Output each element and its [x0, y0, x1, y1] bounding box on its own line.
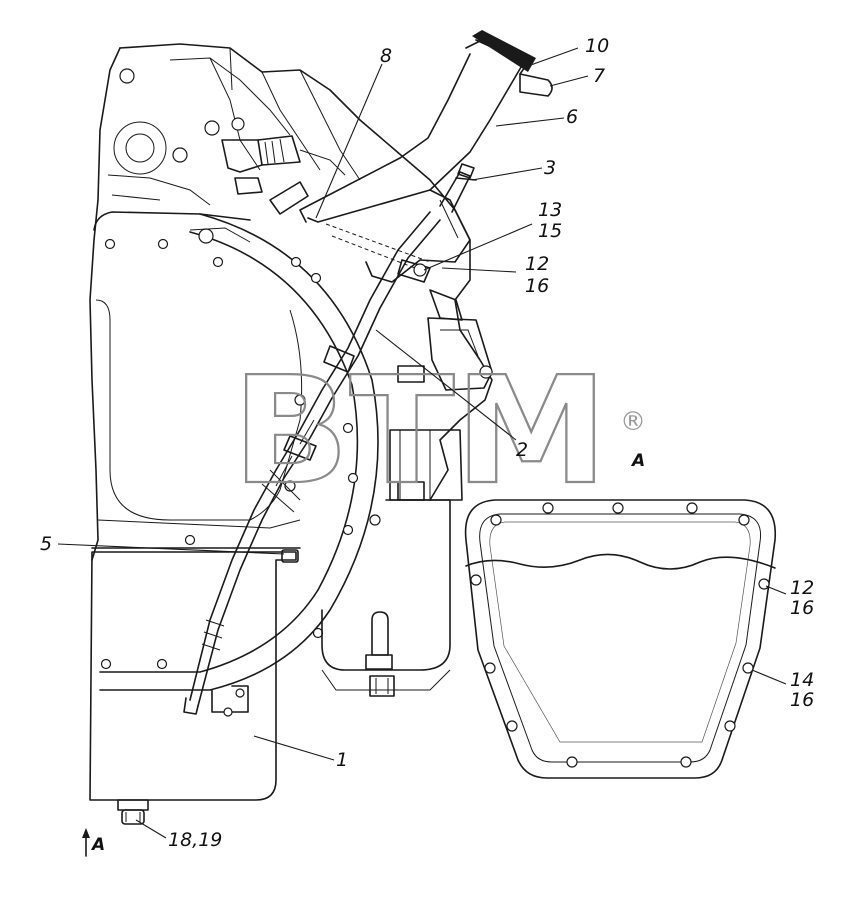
- view-a-callout-16-lower: 16: [790, 689, 814, 711]
- callout-2: 2: [516, 439, 528, 461]
- callout-15: 15: [538, 220, 562, 242]
- flywheel-housing: [93, 211, 381, 691]
- callout-8: 8: [380, 45, 392, 67]
- callout-13: 13: [538, 199, 562, 221]
- watermark-registered-mark: ®: [620, 407, 646, 437]
- view-a-callout-14: 14: [790, 669, 814, 691]
- leader-lines: [57, 47, 787, 857]
- callout-10: 10: [585, 35, 609, 57]
- callout-5: 5: [40, 533, 52, 555]
- callout-labels: 8 10 7 6 3 13 15 12 16 2 5 1 18,19 12 16…: [40, 35, 814, 855]
- callout-1: 1: [336, 749, 348, 771]
- view-a-callout-12: 12: [790, 577, 814, 599]
- watermark: BTM ®: [231, 344, 646, 518]
- view-a-callout-16-upper: 16: [790, 597, 814, 619]
- callout-6: 6: [566, 106, 578, 128]
- engine-housing: [89, 43, 493, 561]
- dipstick-tube: [183, 163, 477, 715]
- callout-3: 3: [544, 157, 556, 179]
- oil-pan: [89, 547, 301, 825]
- oil-filler-neck: [299, 30, 553, 391]
- watermark-text: BTM: [232, 345, 608, 517]
- callout-7: 7: [593, 65, 605, 87]
- view-a-flange: [464, 499, 777, 779]
- view-arrow-label: A: [90, 835, 105, 855]
- callout-12: 12: [525, 253, 549, 275]
- callout-18-19: 18,19: [168, 829, 222, 851]
- callout-16: 16: [525, 275, 549, 297]
- view-a-title: A: [630, 451, 645, 471]
- oil-filter: [321, 429, 463, 697]
